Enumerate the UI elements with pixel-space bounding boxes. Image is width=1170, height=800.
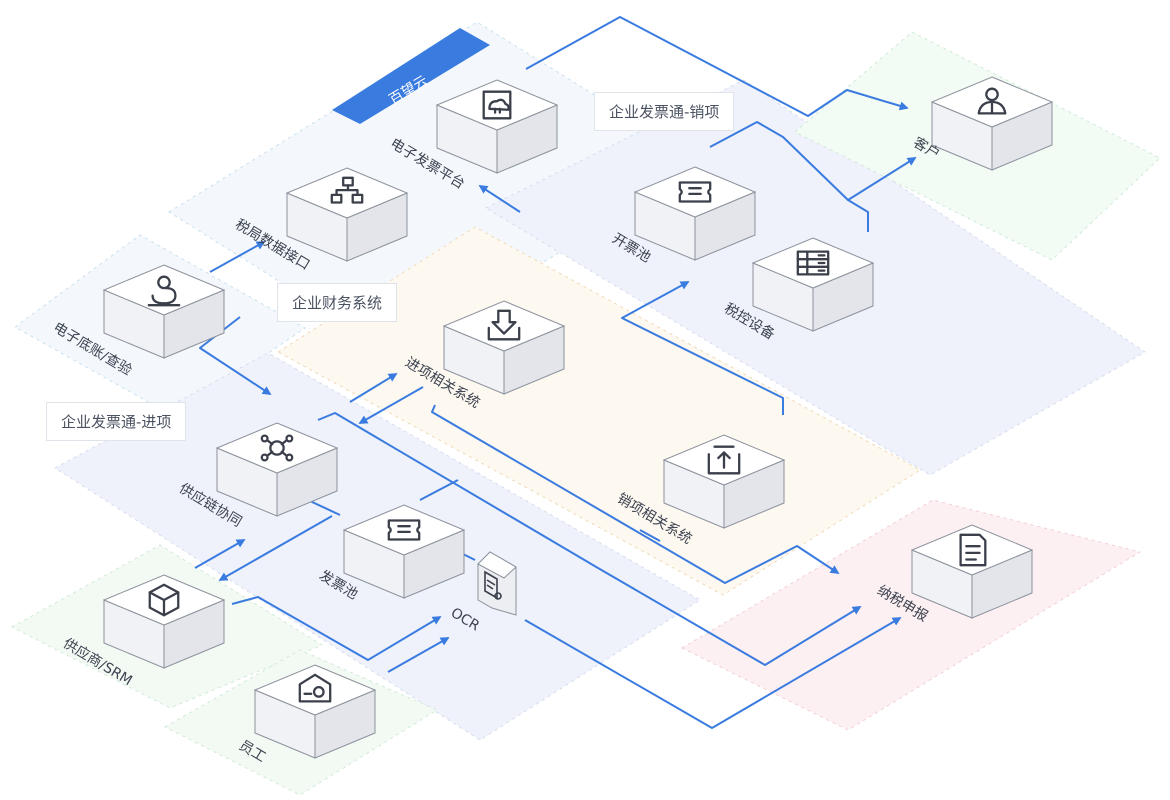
- magnifier-check-icon: [147, 275, 181, 307]
- connector-purchase-to-supply: [358, 386, 424, 424]
- node-sales-system: [662, 434, 786, 529]
- upload-box-icon: [707, 445, 741, 475]
- node-ledger: [102, 264, 226, 359]
- download-tray-icon: [487, 309, 521, 341]
- connector-device-to-customer: [709, 121, 917, 201]
- node-tax-filing: [910, 524, 1034, 619]
- node-tax-device: [751, 237, 875, 332]
- node-supplier: [102, 574, 226, 669]
- network-hierarchy-icon: [330, 176, 364, 204]
- connector-supplier-to-ocr: [231, 596, 442, 661]
- node-einvoice-platform: [435, 79, 559, 174]
- connectors-layer: [194, 16, 917, 729]
- connector-ocr-to-tax-filing: [524, 617, 902, 729]
- ticket-icon: [387, 519, 421, 541]
- node-employee: [253, 664, 377, 759]
- connector-pool-to-ocr: [419, 479, 459, 501]
- hub-network-icon: [260, 434, 294, 462]
- connector-purchase-to-filing: [431, 404, 840, 584]
- node-customer: [930, 76, 1054, 171]
- connector-platform-to-customer: [525, 16, 909, 117]
- ticket-icon: [678, 181, 712, 203]
- node-tax-api: [285, 167, 409, 262]
- zone-tag-finance: 企业财务系统: [277, 283, 398, 322]
- node-issue-pool: [633, 166, 757, 261]
- connector-supply-to-purchase: [349, 373, 398, 403]
- connector-sales-system-link: [639, 529, 661, 542]
- user-icon: [977, 87, 1007, 115]
- cloud-banner: [332, 28, 490, 124]
- connector-supply-to-tax-filing: [317, 412, 862, 666]
- cloud-document-icon: [482, 90, 512, 120]
- package-box-icon: [148, 583, 180, 617]
- connector-device-link: [847, 199, 869, 232]
- server-rack-icon: [796, 250, 830, 276]
- cubes-layer: [102, 76, 1054, 759]
- id-card-icon: [298, 673, 332, 703]
- connector-ledger-to-supply: [199, 316, 272, 395]
- ocr-node: [477, 551, 517, 616]
- connector-to-platform: [478, 185, 521, 213]
- zone-tag-sales: 企业发票通-销项: [594, 92, 735, 131]
- connector-sales-to-issue-pool: [621, 281, 784, 415]
- node-invoice-pool: [342, 504, 466, 599]
- connector-supplier-to-supply: [194, 539, 246, 569]
- connector-employee-to-ocr: [387, 637, 450, 673]
- scan-document-icon: [484, 570, 502, 600]
- zone-tag-purchase: 企业发票通-进项: [46, 402, 187, 441]
- connector-ledger-to-tax-api: [209, 241, 266, 273]
- connector-pool-to-supplier: [218, 515, 333, 581]
- node-supply-chain: [215, 422, 339, 517]
- tax-document-icon: [959, 533, 987, 567]
- node-purchase-system: [442, 300, 566, 395]
